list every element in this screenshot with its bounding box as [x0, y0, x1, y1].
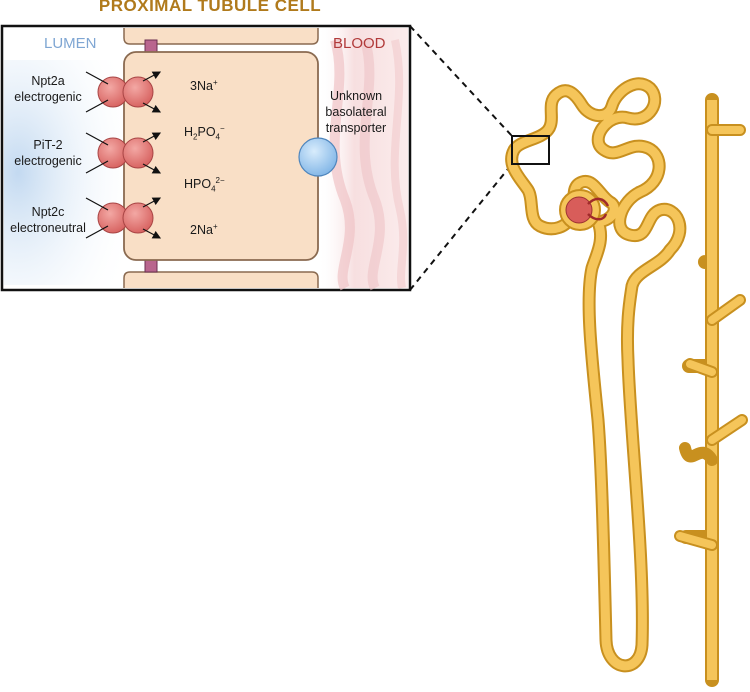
connector-bottom: [409, 163, 513, 291]
blood-label: BLOOD: [333, 35, 386, 52]
transporter-type: electroneutral: [10, 221, 86, 235]
transporter-npt2c: [85, 197, 162, 239]
basolateral-transporter: [298, 137, 338, 177]
transporter-label-npt2c: Npt2c electroneutral: [0, 204, 98, 236]
ion-h2po4: H2PO4−: [184, 124, 225, 142]
collecting-duct: [674, 93, 748, 687]
glomerulus: [565, 196, 593, 224]
neighbor-cell-top: [123, 28, 319, 45]
transporter-type: electrogenic: [14, 90, 82, 104]
transporter-label-pit2: PiT-2 electrogenic: [0, 137, 98, 169]
connector-top: [409, 25, 513, 137]
ion-2na: 2Na+: [190, 222, 218, 238]
transporter-label-npt2a: Npt2a electrogenic: [0, 73, 98, 105]
transporter-npt2a: [85, 71, 162, 113]
basolateral-label: Unknown basolateral transporter: [325, 89, 387, 135]
transporter-name: PiT-2: [33, 138, 63, 152]
transporter-name: Npt2c: [31, 205, 65, 219]
neighbor-cell-bottom: [123, 271, 319, 288]
ion-3na: 3Na+: [190, 78, 218, 94]
zoom-highlight-box: [511, 135, 550, 165]
nephron: [505, 77, 748, 687]
lumen-label: LUMEN: [44, 35, 97, 52]
page-title: PROXIMAL TUBULE CELL: [98, 0, 322, 15]
transporter-type: electrogenic: [14, 154, 82, 168]
ion-hpo4: HPO42−: [184, 176, 225, 194]
transporter-pit2: [85, 132, 162, 174]
transporter-name: Npt2a: [31, 74, 65, 88]
inset-panel: [0, 24, 412, 292]
